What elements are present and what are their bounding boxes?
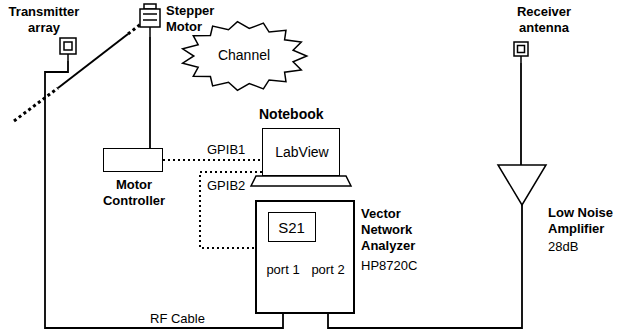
- motor-cable: [149, 37, 151, 148]
- motor-controller: Motor Controller: [103, 148, 163, 172]
- gpib-cable: [200, 172, 262, 248]
- outline: [498, 165, 546, 205]
- analyzer-screen: S21: [268, 212, 316, 242]
- positioner-rail: [14, 88, 58, 121]
- rf-cable: [45, 61, 283, 328]
- rf-cable: [328, 205, 522, 328]
- edge-label: RF Cable: [148, 311, 207, 326]
- node-text: 28dB: [548, 239, 624, 255]
- network-analyzer: Vector Network AnalyzerHP8720CS21: [255, 200, 355, 314]
- transmitter-array: Transmitter array: [4, 4, 86, 61]
- receiver-antenna: Receiver antenna: [498, 4, 590, 63]
- edge-label: GPIB2: [205, 178, 247, 193]
- antenna-symbol: [60, 38, 76, 61]
- node-title: Notebook: [259, 106, 349, 123]
- motor-symbol: [140, 4, 160, 37]
- node-title: Vector Network Analyzer: [361, 206, 439, 254]
- node-title: Motor Controller: [94, 177, 174, 209]
- antenna-symbol: [514, 42, 528, 63]
- notebook-screen: NotebookLabView: [262, 128, 340, 176]
- node-title: Transmitter array: [4, 4, 84, 36]
- low-noise-amplifier: Low Noise Amplifier28dB: [498, 165, 546, 205]
- node-title: Receiver antenna: [498, 4, 590, 36]
- node-title: S21: [269, 219, 314, 237]
- laptop-base: [251, 176, 351, 186]
- rf-cable: [520, 63, 522, 165]
- channel-cloud: Channel: [180, 20, 308, 92]
- node-text: LabView: [263, 144, 341, 161]
- gpib-cable: [163, 159, 262, 161]
- port-label: port 2: [308, 262, 348, 277]
- edge-label: GPIB1: [205, 142, 247, 157]
- node-title: Channel: [180, 47, 308, 64]
- port-label: port 1: [263, 262, 303, 277]
- amplifier-triangle: [498, 165, 546, 205]
- node-title: Low Noise Amplifier: [548, 205, 624, 237]
- node-text: HP8720C: [361, 258, 439, 274]
